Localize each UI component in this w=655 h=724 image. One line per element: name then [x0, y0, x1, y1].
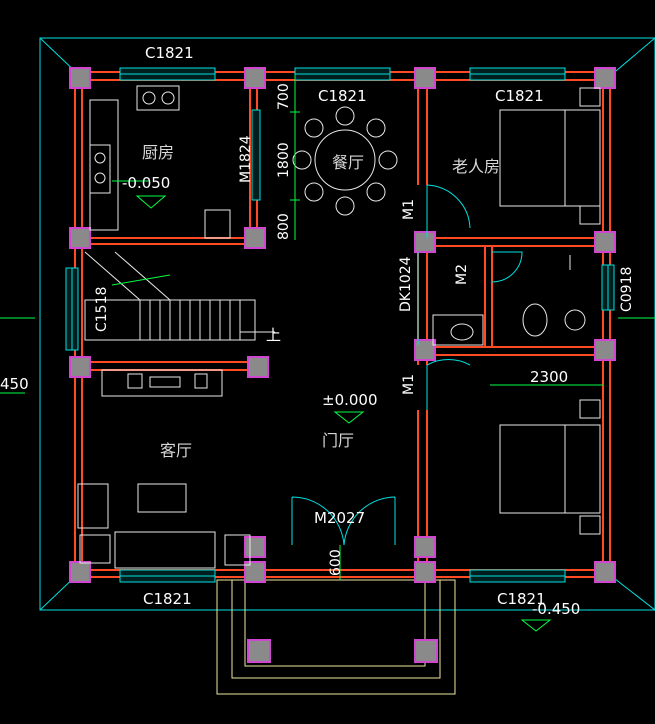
door-label: M2 — [454, 264, 470, 285]
column — [414, 561, 436, 583]
stair — [84, 251, 275, 341]
column — [247, 639, 271, 663]
column — [414, 639, 438, 663]
bed-upper — [499, 87, 601, 225]
level-markers — [135, 195, 552, 632]
door-label: M2027 — [314, 509, 365, 527]
door-label: M1 — [401, 374, 417, 395]
kitchen-fixtures — [89, 85, 231, 239]
bathroom-fixtures — [432, 255, 586, 346]
porch — [216, 579, 456, 695]
window-label: C1821 — [143, 590, 192, 608]
window-label: C0918 — [619, 267, 635, 312]
level-label: 450 — [0, 375, 29, 393]
level-label: -0.050 — [122, 174, 170, 192]
column — [244, 561, 266, 583]
window-label: C1518 — [94, 287, 110, 332]
window-label: C1821 — [145, 44, 194, 62]
column — [414, 67, 436, 89]
column — [414, 536, 436, 558]
door-label: DK1024 — [398, 256, 414, 312]
windows — [65, 67, 615, 583]
column — [594, 339, 616, 361]
column — [244, 536, 266, 558]
dining-table — [292, 106, 398, 216]
room-label: 门厅 — [322, 431, 354, 450]
level-label: ±0.000 — [322, 391, 378, 409]
living-furniture — [77, 369, 251, 569]
column — [69, 561, 91, 583]
column — [594, 561, 616, 583]
dimension-label: 800 — [276, 213, 292, 240]
column — [69, 356, 91, 378]
dimension-label: 2300 — [530, 368, 568, 386]
column — [594, 231, 616, 253]
door-label: M1 — [401, 199, 417, 220]
column — [69, 227, 91, 249]
column — [414, 339, 436, 361]
room-label: 老人房 — [452, 157, 500, 176]
roof-outline — [39, 37, 655, 611]
column — [244, 227, 266, 249]
columns — [69, 67, 616, 663]
dimension-lines — [0, 75, 655, 580]
column — [244, 67, 266, 89]
dimension-label: 700 — [276, 83, 292, 110]
dimension-label: 600 — [328, 549, 344, 576]
room-label: 厨房 — [142, 143, 174, 162]
window-label: M1824 — [238, 135, 254, 183]
room-label: 客厅 — [160, 441, 192, 460]
room-label: 餐厅 — [332, 153, 364, 172]
dimension-label: 1800 — [276, 142, 292, 178]
column — [414, 231, 436, 253]
column — [69, 67, 91, 89]
doors — [291, 184, 523, 546]
column — [247, 356, 269, 378]
bed-lower — [499, 399, 601, 535]
window-label: C1821 — [318, 87, 367, 105]
window-label: C1821 — [497, 590, 546, 608]
window-label: C1821 — [495, 87, 544, 105]
stair-up-label: 上 — [266, 326, 281, 344]
level-label: -0.450 — [532, 600, 580, 618]
column — [594, 67, 616, 89]
